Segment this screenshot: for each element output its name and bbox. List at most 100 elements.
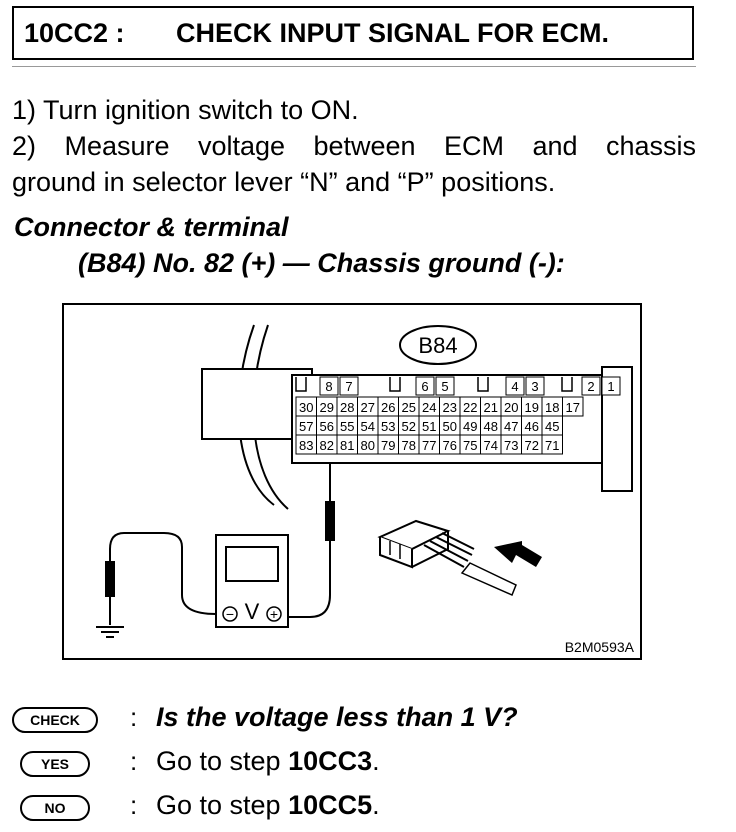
connector-label-oval [399, 325, 477, 365]
no-badge: NO [20, 795, 90, 821]
latch-slot [389, 377, 401, 392]
no-action: Go to step 10CC5. [156, 790, 380, 821]
terminal-cell: 26 [377, 396, 399, 417]
terminal-number: 1 [607, 379, 614, 394]
step-header-box: 10CC2 : CHECK INPUT SIGNAL FOR ECM. [12, 6, 694, 60]
terminal-cell: 77 [418, 434, 440, 455]
terminal-cell: 72 [521, 434, 543, 455]
terminal-number: 29 [320, 400, 334, 415]
terminal-cell: 52 [398, 415, 420, 436]
figure-id: B2M0593A [565, 639, 635, 655]
no-prefix: Go to step [156, 790, 289, 820]
top-terminal: 4 [505, 376, 525, 396]
terminal-number: 45 [545, 419, 559, 434]
top-row-latches [295, 377, 573, 392]
terminal-cell: 78 [398, 434, 420, 455]
terminal-cell: 50 [439, 415, 461, 436]
terminal-number: 25 [402, 400, 416, 415]
terminal-cell: 25 [398, 396, 420, 417]
terminal-number: 7 [345, 379, 352, 394]
terminal-cell: 74 [480, 434, 502, 455]
terminal-number: 73 [504, 438, 518, 453]
terminal-number: 51 [422, 419, 436, 434]
terminal-cell: 23 [439, 396, 461, 417]
positive-terminal [266, 606, 282, 622]
terminal-number: 80 [361, 438, 375, 453]
terminal-cell: 71 [541, 434, 563, 455]
insert-arrow-icon [494, 541, 542, 567]
top-terminal: 7 [339, 376, 359, 396]
yes-prefix: Go to step [156, 746, 289, 776]
voltmeter-display [225, 546, 279, 582]
terminal-number: 17 [566, 400, 580, 415]
terminal-cell: 17 [562, 396, 584, 417]
step-code: 10CC2 : [24, 18, 125, 48]
terminal-number: 18 [545, 400, 559, 415]
terminal-cell: 24 [418, 396, 440, 417]
terminal-number: 20 [504, 400, 518, 415]
terminal-number: 79 [381, 438, 395, 453]
no-separator: : [130, 790, 138, 820]
terminal-cell: 22 [459, 396, 481, 417]
positive-lead [286, 547, 331, 618]
terminal-number: 56 [320, 419, 334, 434]
yes-badge: YES [20, 751, 90, 777]
terminal-cell: 20 [500, 396, 522, 417]
terminal-number: 81 [340, 438, 354, 453]
terminal-spec: (B84) No. 82 (+) — Chassis ground (-): [78, 248, 565, 278]
terminal-number: 52 [402, 419, 416, 434]
ground-symbol-icon [96, 626, 124, 638]
terminal-number: 23 [443, 400, 457, 415]
probe-handle [325, 501, 335, 541]
terminal-cell: 18 [541, 396, 563, 417]
yes-target-step[interactable]: 10CC3 [288, 746, 373, 776]
terminal-cell: 45 [541, 415, 563, 436]
terminal-number: 2 [587, 379, 594, 394]
terminal-number: 5 [441, 379, 448, 394]
terminal-cell: 57 [295, 415, 317, 436]
terminal-number: 30 [299, 400, 313, 415]
terminal-number: 21 [484, 400, 498, 415]
terminal-cell: 54 [357, 415, 379, 436]
terminal-cell: 29 [316, 396, 338, 417]
terminal-number: 78 [402, 438, 416, 453]
terminal-cell: 82 [316, 434, 338, 455]
check-question: Is the voltage less than 1 V? [156, 702, 518, 732]
terminal-cell: 47 [500, 415, 522, 436]
terminal-cell: 49 [459, 415, 481, 436]
terminal-number: 76 [443, 438, 457, 453]
terminal-number: 83 [299, 438, 313, 453]
no-target-step[interactable]: 10CC5 [288, 790, 373, 820]
terminal-number: 46 [525, 419, 539, 434]
terminal-cell: 28 [336, 396, 358, 417]
terminal-cell: 80 [357, 434, 379, 455]
terminal-number: 54 [361, 419, 375, 434]
terminal-cell: 48 [480, 415, 502, 436]
latch-slot [295, 377, 307, 392]
terminal-cell: 30 [295, 396, 317, 417]
yes-suffix: . [372, 746, 380, 776]
top-terminal: 1 [601, 376, 621, 396]
top-terminal: 5 [435, 376, 455, 396]
terminal-number: 53 [381, 419, 395, 434]
top-terminal: 3 [525, 376, 545, 396]
ground-lead [109, 532, 217, 625]
terminal-cell: 79 [377, 434, 399, 455]
terminal-number: 57 [299, 419, 313, 434]
step-title: CHECK INPUT SIGNAL FOR ECM. [176, 18, 610, 48]
check-badge: CHECK [12, 707, 98, 733]
terminal-number: 49 [463, 419, 477, 434]
terminal-number: 74 [484, 438, 498, 453]
latch-slot [561, 377, 573, 392]
header-divider [12, 66, 696, 67]
ground-probe-handle [105, 561, 115, 597]
terminal-number: 3 [531, 379, 538, 394]
terminal-cell: 76 [439, 434, 461, 455]
top-terminal: 2 [581, 376, 601, 396]
terminal-cell: 46 [521, 415, 543, 436]
voltmeter-symbol: V [245, 599, 260, 624]
no-suffix: . [372, 790, 380, 820]
